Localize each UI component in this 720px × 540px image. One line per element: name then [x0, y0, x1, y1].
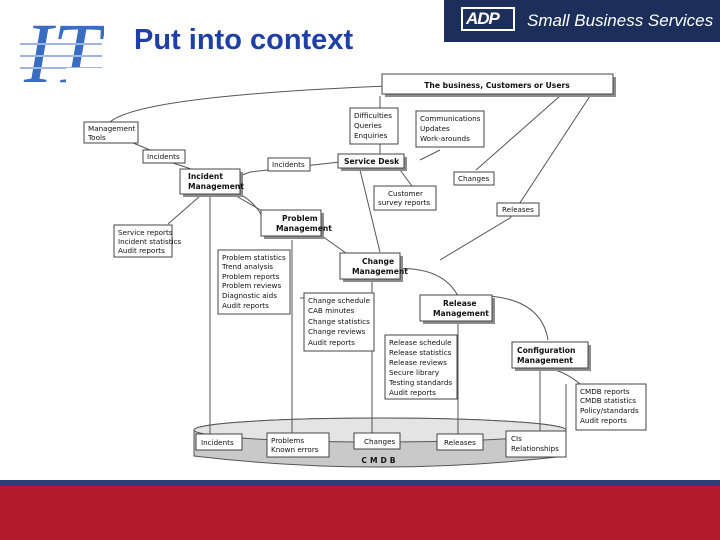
change-management-box: Change Management [339, 252, 408, 282]
changes-right-box: Changes [453, 171, 495, 186]
customer-survey-box: Customer survey reports [373, 185, 437, 211]
base-releases-box: Releases [436, 433, 484, 451]
service-desk-box: Service Desk [337, 153, 407, 171]
communications-line-3: Work-arounds [420, 134, 470, 143]
customer-survey-line-2: survey reports [378, 198, 430, 207]
management-tools-line-2: Tools [87, 133, 106, 142]
brand-tagline: Small Business Services [527, 11, 714, 30]
release-stats-line-4: Secure library [389, 368, 440, 377]
problem-stats-line-6: Audit reports [222, 301, 269, 310]
communications-line-1: Communications [420, 114, 481, 123]
cmdb-reports-line-2: CMDB statistics [580, 396, 636, 405]
configuration-management-line-1: Configuration [517, 346, 575, 355]
customer-survey-line-1: Customer [388, 189, 423, 198]
base-changes-box: Changes [353, 432, 401, 450]
problem-management-box: Problem Management [260, 209, 332, 239]
adp-logo-frame [461, 7, 515, 31]
incidents-left-box: Incidents [142, 149, 186, 164]
management-tools-box: Management Tools [83, 121, 139, 144]
base-cis-line-1: CIs [511, 434, 522, 443]
service-reports-line-3: Audit reports [118, 246, 165, 255]
communications-line-2: Updates [420, 124, 450, 133]
change-stats-line-5: Audit reports [308, 338, 355, 347]
release-stats-line-1: Release schedule [389, 338, 452, 347]
change-stats-line-2: CAB minutes [308, 306, 355, 315]
configuration-management-box: Configuration Management [511, 341, 591, 371]
difficulties-line-1: Difficulties [354, 111, 392, 120]
adp-logo: ADP [466, 9, 500, 28]
change-statistics-box: Change schedule CAB minutes Change stati… [303, 292, 375, 352]
service-reports-line-1: Service reports [118, 228, 173, 237]
base-problems-line-1: Problems [271, 436, 304, 445]
change-stats-line-4: Change reviews [308, 327, 366, 336]
release-statistics-box: Release schedule Release statistics Rele… [384, 334, 458, 400]
releases-right-label: Releases [502, 205, 534, 214]
communications-box: Communications Updates Work-arounds [415, 110, 485, 148]
cmdb-label: CMDB [361, 456, 398, 465]
incidents-mid-label: Incidents [272, 160, 305, 169]
changes-right-label: Changes [458, 174, 490, 183]
releases-right-box: Releases [496, 202, 540, 217]
business-customers-users-label: The business, Customers or Users [424, 81, 570, 90]
incident-management-line-2: Management [188, 182, 244, 191]
release-stats-line-5: Testing standards [388, 378, 452, 387]
cmdb-reports-line-1: CMDB reports [580, 387, 630, 396]
connectors [109, 85, 591, 434]
release-stats-line-2: Release statistics [389, 348, 452, 357]
problem-stats-line-4: Problem reviews [222, 281, 281, 290]
base-cis-line-2: Relationships [511, 444, 559, 453]
cmdb-reports-line-4: Audit reports [580, 416, 627, 425]
change-management-line-2: Management [352, 267, 408, 276]
base-releases-label: Releases [444, 438, 476, 447]
base-cis-box: CIs Relationships [505, 430, 567, 458]
cmdb-reports-box: CMDB reports CMDB statistics Policy/stan… [575, 383, 647, 431]
release-management-line-2: Management [433, 309, 489, 318]
change-management-line-1: Change [362, 257, 394, 266]
problem-stats-line-5: Diagnostic aids [222, 291, 277, 300]
cmdb-reports-line-3: Policy/standards [580, 406, 639, 415]
base-incidents-box: Incidents [195, 433, 243, 451]
problem-stats-line-3: Problem reports [222, 272, 280, 281]
release-management-box: Release Management [419, 294, 495, 324]
base-problems-box: Problems Known errors [266, 432, 330, 458]
problem-management-line-1: Problem [282, 214, 318, 223]
footer-strip [0, 480, 720, 486]
incidents-left-label: Incidents [147, 152, 180, 161]
incidents-mid-box: Incidents [267, 157, 311, 172]
problem-stats-line-2: Trend analysis [221, 262, 273, 271]
configuration-management-line-2: Management [517, 356, 573, 365]
incident-management-box: Incident Management [179, 168, 244, 197]
release-stats-line-6: Audit reports [389, 388, 436, 397]
difficulties-box: Difficulties Queries Enquiries [349, 107, 399, 145]
footer-band [0, 486, 720, 540]
difficulties-line-2: Queries [354, 121, 382, 130]
problem-stats-line-1: Problem statistics [222, 253, 286, 262]
change-stats-line-3: Change statistics [308, 317, 370, 326]
problem-statistics-box: Problem statistics Trend analysis Proble… [217, 249, 291, 315]
base-problems-line-2: Known errors [271, 445, 319, 454]
base-incidents-label: Incidents [201, 438, 234, 447]
problem-management-line-2: Management [276, 224, 332, 233]
base-changes-label: Changes [364, 437, 396, 446]
page-title: Put into context [134, 24, 354, 56]
management-tools-line-1: Management [88, 124, 136, 133]
release-management-line-1: Release [443, 299, 477, 308]
change-stats-line-1: Change schedule [308, 296, 371, 305]
service-desk-label: Service Desk [344, 157, 400, 166]
difficulties-line-3: Enquiries [354, 131, 388, 140]
business-customers-users-box: The business, Customers or Users [381, 73, 616, 97]
release-stats-line-3: Release reviews [389, 358, 447, 367]
incident-management-line-1: Incident [188, 172, 223, 181]
service-reports-box: Service reports Incident statistics Audi… [113, 224, 182, 258]
service-reports-line-2: Incident statistics [118, 237, 182, 246]
